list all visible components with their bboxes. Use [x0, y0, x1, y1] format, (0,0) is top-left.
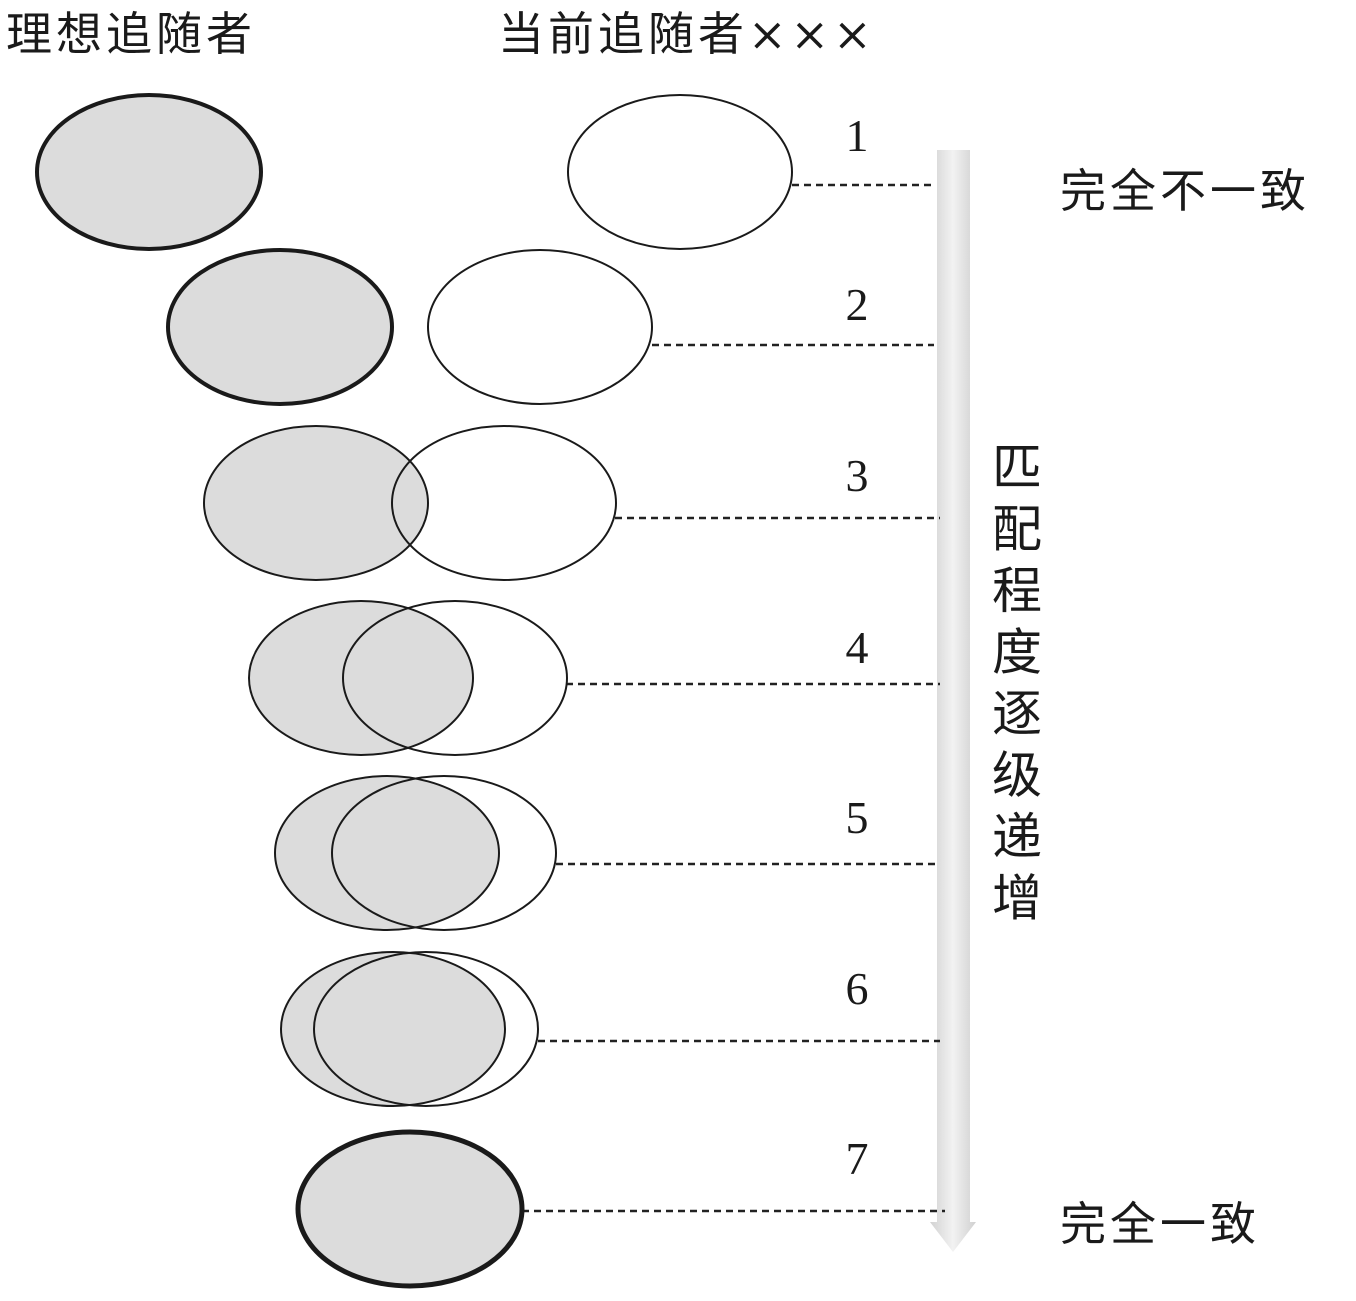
- ideal-ellipse-3: [203, 425, 429, 581]
- scale-top-label: 完全不一致: [1060, 164, 1310, 218]
- current-ellipse-3: [391, 425, 617, 581]
- level-number-5: 5: [846, 792, 869, 843]
- ideal-follower-header: 理想追随者: [6, 7, 256, 61]
- level-number-4: 4: [846, 622, 869, 673]
- level-number-7: 7: [846, 1133, 869, 1184]
- level-number-1: 1: [846, 110, 869, 161]
- current-ellipse-4: [342, 600, 568, 756]
- level-number-3: 3: [846, 450, 869, 501]
- level-number-6: 6: [846, 963, 869, 1014]
- current-ellipse-6: [313, 951, 539, 1107]
- current-ellipse-2: [427, 249, 653, 405]
- ideal-ellipse-5: [274, 775, 500, 931]
- match-scale-arrow: [930, 150, 976, 1252]
- level-number-2: 2: [846, 279, 869, 330]
- ideal-ellipse-4: [248, 600, 474, 756]
- current-ellipse-5: [331, 775, 557, 931]
- match-degree-axis-label: 匹配程度逐级递增: [992, 439, 1042, 928]
- current-ellipse-1: [567, 94, 793, 250]
- current-follower-header: 当前追随者×××: [498, 7, 876, 61]
- ideal-ellipse-6: [280, 951, 506, 1107]
- ideal-ellipse-7: [295, 1129, 525, 1289]
- scale-bottom-label: 完全一致: [1060, 1197, 1260, 1251]
- ideal-ellipse-2: [166, 248, 394, 406]
- ideal-ellipse-1: [35, 93, 263, 251]
